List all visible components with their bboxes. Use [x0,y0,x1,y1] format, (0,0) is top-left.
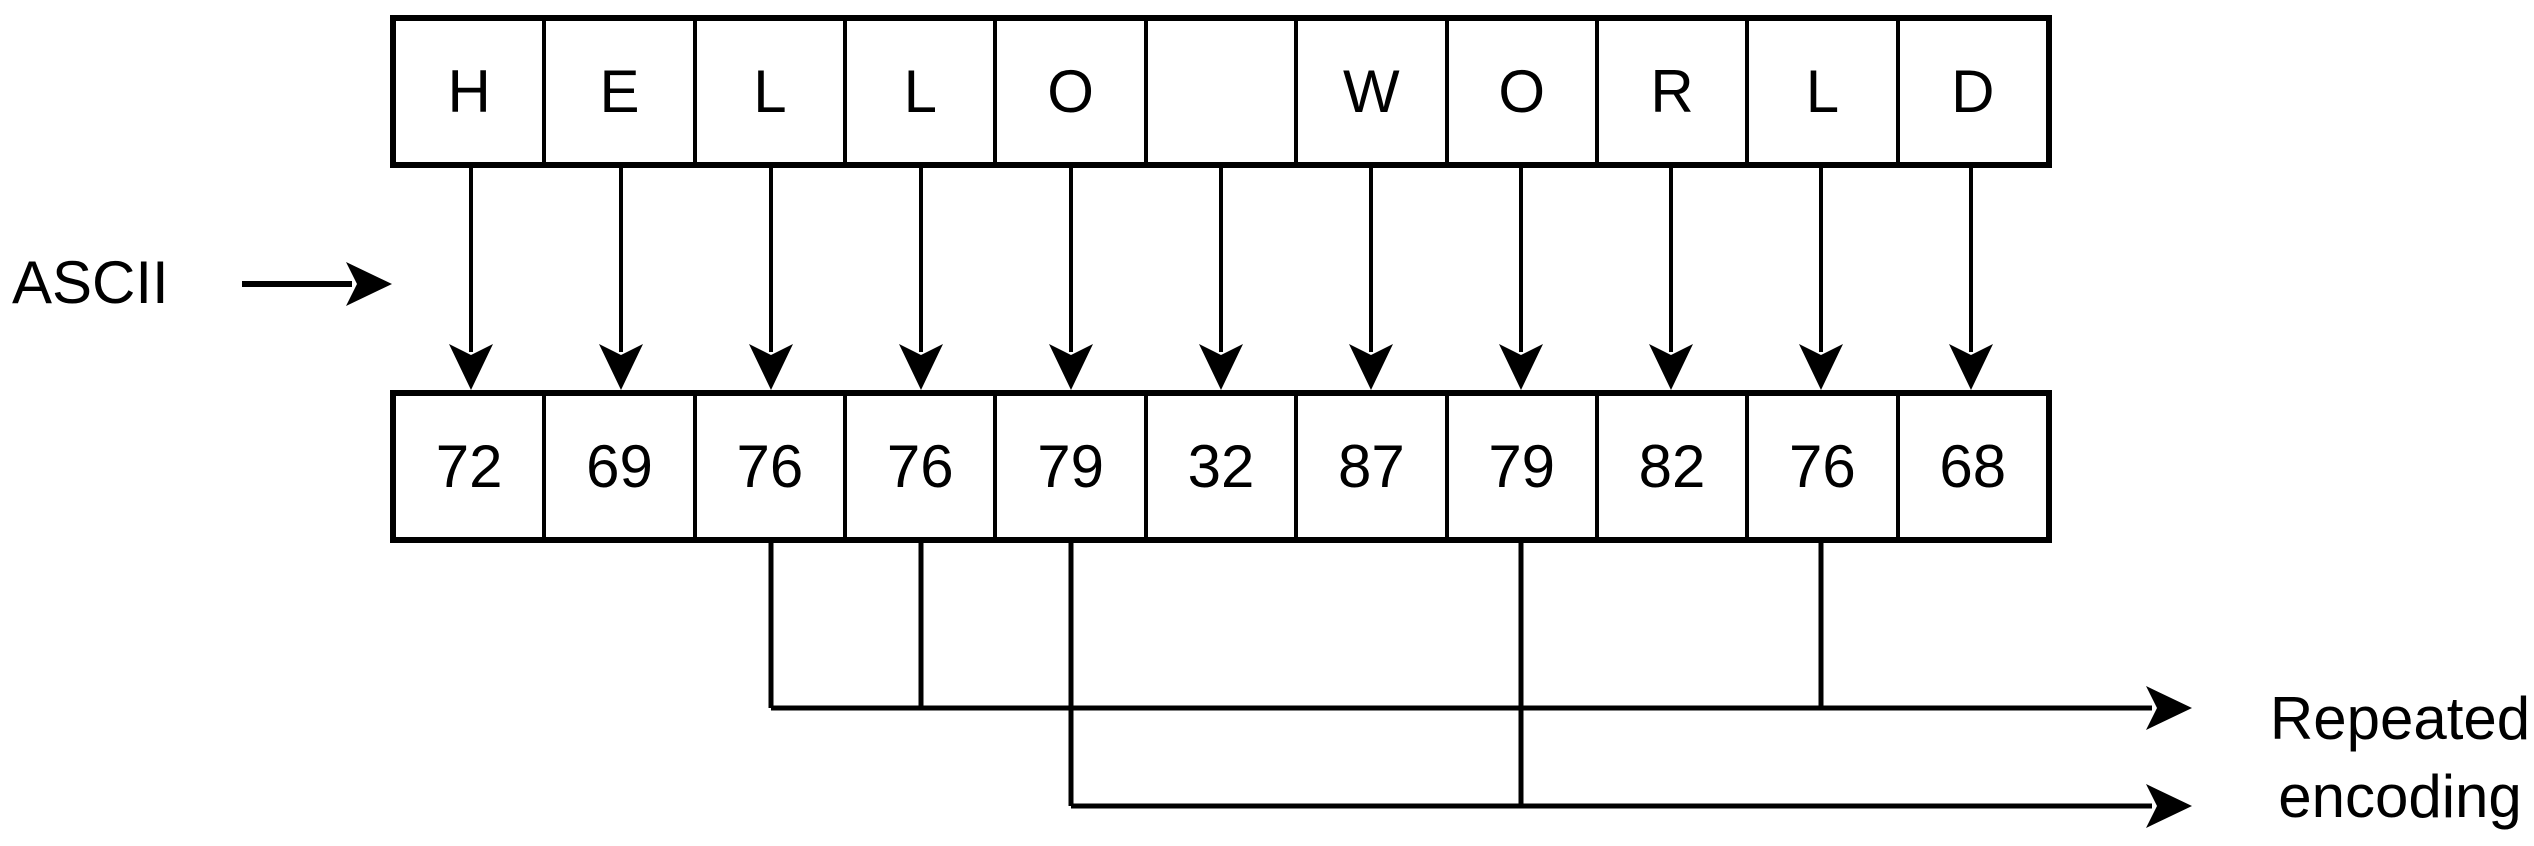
ascii-mapping-arrow-head [1349,344,1393,390]
letter-cell: L [1745,21,1895,162]
ascii-label: ASCII [12,249,169,316]
code-cell: 76 [1745,396,1895,537]
code-cell: 79 [1444,396,1595,537]
repeated-label-line1: Repeated [2269,685,2531,752]
letter-cell: O [1444,21,1595,162]
code-cell: 87 [1294,396,1444,537]
letter-cell: E [542,21,692,162]
ascii-mapping-arrow-head [599,344,643,390]
code-cell: 69 [542,396,692,537]
repeated-label-line2: encoding [2278,763,2522,830]
letter-cell: O [993,21,1143,162]
code-cell: 76 [843,396,993,537]
letter-cell: W [1294,21,1444,162]
repeat-arrow-head [2146,686,2192,730]
letter-cell: L [692,21,843,162]
letter-cell-space [1143,21,1294,162]
ascii-label-arrow-head [346,262,392,306]
letter-cell: D [1895,21,2046,162]
code-cell: 68 [1895,396,2046,537]
ascii-mapping-arrow-head [1949,344,1993,390]
code-cell: 79 [993,396,1143,537]
ascii-mapping-arrow-head [1049,344,1093,390]
code-cell: 82 [1594,396,1745,537]
ascii-mapping-arrow-head [899,344,943,390]
ascii-mapping-arrow-head [1199,344,1243,390]
ascii-mapping-arrow-head [1799,344,1843,390]
code-cell: 72 [435,432,503,500]
ascii-code-row: 72 69 76 76 79 32 87 79 82 76 68 [390,390,2052,543]
repeat-arrow-head [2146,784,2192,828]
letter-cell: R [1594,21,1745,162]
code-cell: 32 [1143,396,1294,537]
letter-row: H E L L O W O R L D [390,15,2052,168]
ascii-mapping-arrow-head [1649,344,1693,390]
letter-cell: L [843,21,993,162]
ascii-mapping-arrow-head [749,344,793,390]
code-cell: 76 [692,396,843,537]
ascii-mapping-arrow-head [449,344,493,390]
letter-cell: H [447,57,491,125]
repeated-encoding-label: Repeated encoding [2240,680,2534,836]
ascii-mapping-arrow-head [1499,344,1543,390]
